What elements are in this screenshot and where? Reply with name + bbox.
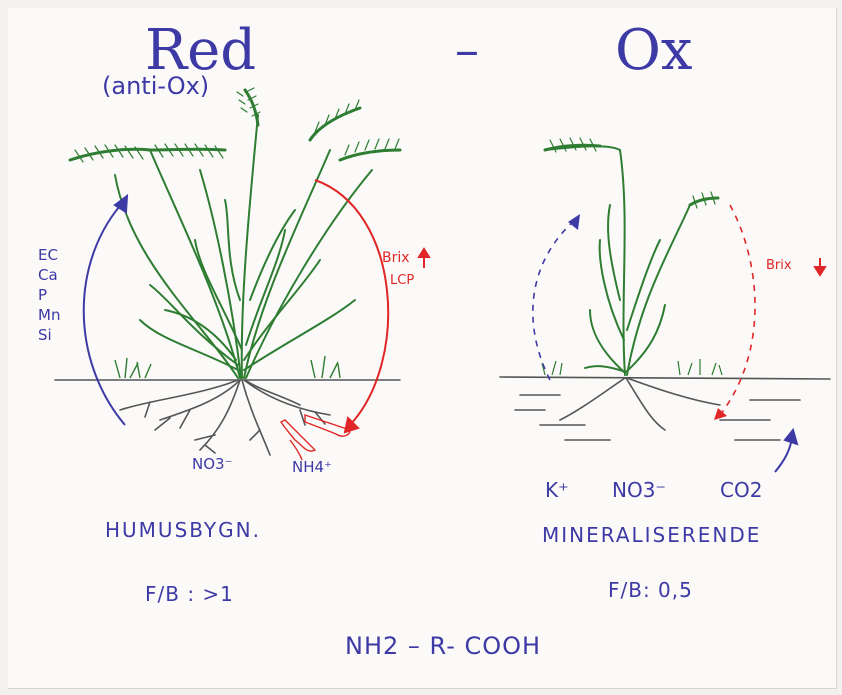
left-nh4-label: NH4⁺	[292, 458, 332, 476]
left-caption: HUMUSBYGN.	[105, 518, 261, 542]
right-ratio: F/B: 0,5	[608, 578, 693, 602]
left-plant	[70, 88, 400, 378]
left-blue-arrow	[84, 196, 127, 425]
right-co2-label: CO2	[720, 478, 762, 502]
left-red-arrow	[315, 180, 388, 432]
left-brix-label: Brix	[382, 250, 410, 266]
title-ox: Ox	[615, 18, 693, 83]
right-plant	[545, 138, 718, 375]
nutrient-mn: Mn	[38, 305, 78, 325]
nutrient-ca: Ca	[38, 265, 78, 285]
subtitle-anti-ox: (anti-Ox)	[102, 72, 209, 100]
right-k-label: K⁺	[545, 478, 569, 502]
nutrient-list: EC Ca P Mn Si	[38, 245, 78, 345]
brix-up-arrow	[419, 249, 429, 268]
right-red-dashed-arrow	[720, 205, 755, 415]
nutrient-si: Si	[38, 325, 78, 345]
co2-arrow	[775, 430, 797, 472]
title-dash: –	[455, 22, 479, 78]
nutrient-ec: EC	[38, 245, 78, 265]
nutrient-p: P	[38, 285, 78, 305]
right-caption: MINERALISERENDE	[542, 523, 761, 547]
right-blue-dashed-arrow	[533, 220, 575, 380]
right-no3-label: NO3⁻	[612, 478, 666, 502]
brix-down-arrow	[815, 258, 825, 275]
formula: NH2 – R- COOH	[345, 632, 541, 660]
right-brix-label: Brix	[766, 258, 792, 273]
right-ground	[500, 377, 830, 440]
lcp-label: LCP	[390, 273, 414, 288]
left-no3-label: NO3⁻	[192, 455, 233, 473]
nh4-red-roots	[281, 415, 350, 460]
left-ratio: F/B : >1	[145, 582, 234, 606]
